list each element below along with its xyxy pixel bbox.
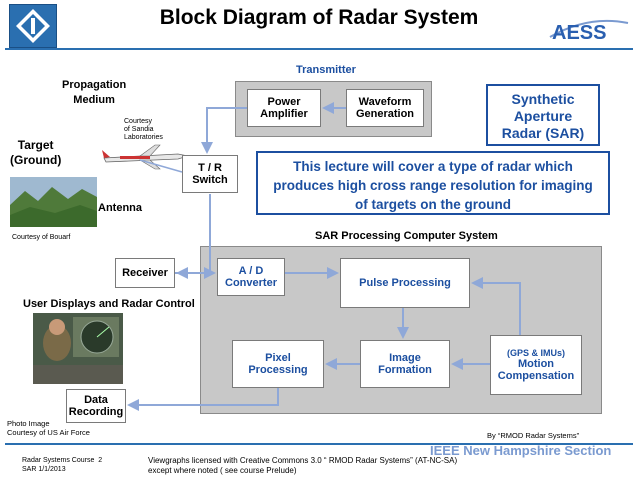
pixel-processing-block: Pixel Processing	[232, 340, 324, 388]
courtesy-sandia-label: Courtesy of Sandia Laboratories	[124, 118, 163, 141]
pulse-processing-block: Pulse Processing	[340, 258, 470, 308]
pixel-to-recording-arrow	[127, 388, 279, 411]
course-label: Radar Systems Course 2	[22, 457, 103, 464]
motion-compensation-label: Motion Compensation	[497, 358, 575, 382]
sar-box: Synthetic Aperture Radar (SAR)	[486, 84, 600, 146]
receiver-block: Receiver	[115, 258, 175, 288]
power-amplifier-block: Power Amplifier	[247, 89, 321, 127]
tr-switch-block: T / R Switch	[182, 155, 238, 193]
waveform-generation-block: Waveform Generation	[346, 89, 424, 127]
aess-logo: AESS	[548, 15, 630, 44]
switch-to-receiver-arrow	[176, 194, 211, 279]
license-line-2: except where noted ( see course Prelude)	[148, 466, 297, 475]
courtesy-bouarf-label: Courtesy of Bouarf	[12, 234, 71, 241]
gps-imus-label: (GPS & IMUs)	[506, 348, 565, 358]
motion-to-pulse-arrow	[471, 277, 521, 335]
sar-processing-label: SAR Processing Computer System	[315, 230, 498, 242]
motion-compensation-block: (GPS & IMUs) Motion Compensation	[490, 335, 582, 395]
lecture-callout: This lecture will cover a type of radar …	[256, 151, 610, 215]
date-label: SAR 1/1/2013	[22, 466, 66, 473]
license-line-1: Viewgraphs licensed with Creative Common…	[148, 456, 458, 465]
photo-courtesy-label: Photo Image Courtesy of US Air Force	[7, 419, 90, 437]
by-rmod-label: By “RMOD Radar Systems”	[487, 431, 580, 440]
slide-title: Block Diagram of Radar System	[159, 6, 479, 29]
ground-target-image	[10, 177, 97, 227]
transmitter-label: Transmitter	[296, 64, 356, 76]
header-divider	[5, 48, 633, 50]
antenna-label: Antenna	[98, 202, 142, 214]
aess-logo-text: AESS	[552, 22, 606, 41]
propagation-medium-label: Propagation Medium	[62, 79, 127, 106]
data-recording-block: Data Recording	[66, 389, 126, 423]
footer-divider	[5, 443, 633, 445]
ieee-logo	[9, 4, 57, 48]
user-displays-photo	[33, 313, 123, 384]
ad-converter-block: A / D Converter	[217, 258, 285, 296]
image-formation-block: Image Formation	[360, 340, 450, 388]
antenna-link-line	[139, 159, 183, 173]
ieee-section-label: IEEE New Hampshire Section	[430, 443, 612, 458]
user-displays-label: User Displays and Radar Control	[23, 298, 195, 310]
target-label: Target (Ground)	[10, 138, 62, 167]
amplifier-to-switch-arrow	[201, 107, 247, 154]
